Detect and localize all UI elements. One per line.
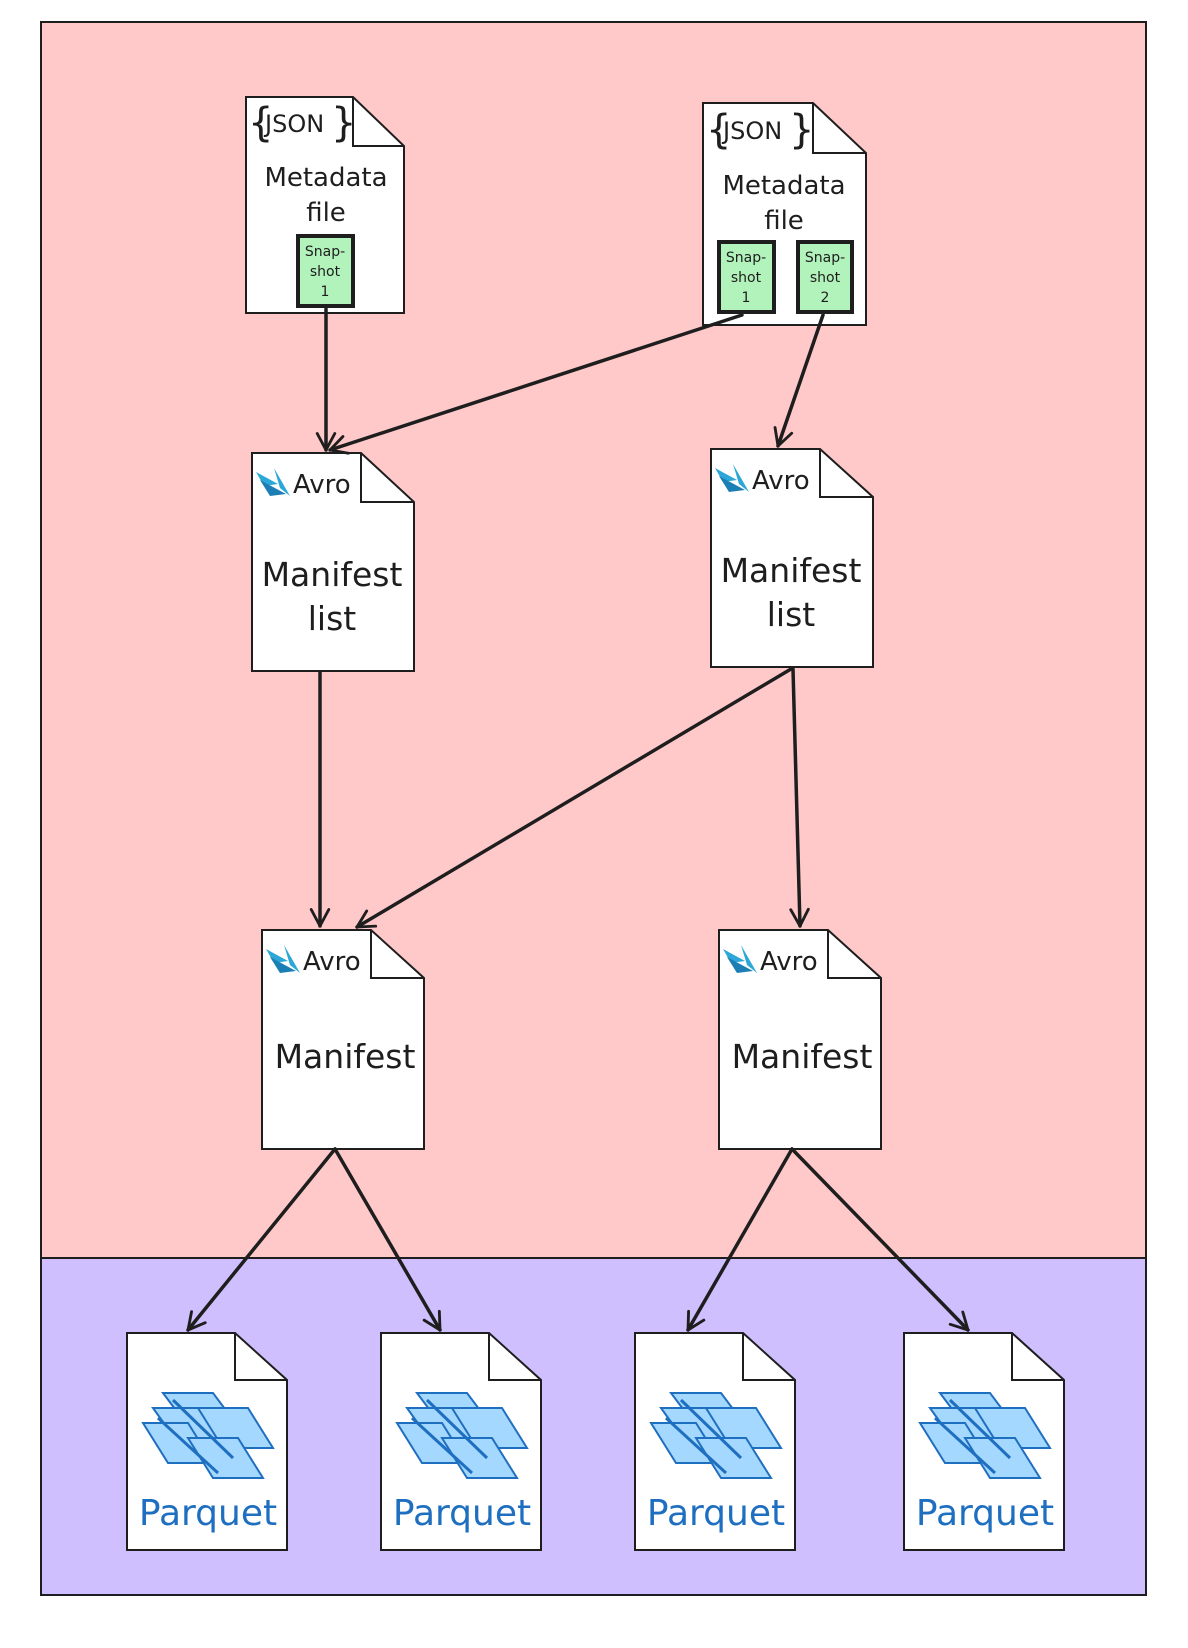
- folded-corner: [1011, 1333, 1064, 1381]
- folded-corner: [819, 449, 873, 498]
- snapshot-label-line-1: Snap-: [726, 250, 766, 266]
- metadata-title-line-2: file: [306, 198, 346, 228]
- arrow-snapshot2-to-manifest-list-2: [773, 313, 825, 448]
- arrow-manifest-list-2-to-manifest-1: [355, 667, 793, 929]
- snapshot-box: [796, 240, 854, 314]
- folded-corner: [370, 930, 424, 979]
- parquet-label: Parquet: [647, 1493, 785, 1534]
- manifest-list-title-line-2: list: [308, 599, 357, 638]
- document-shape: [718, 929, 882, 1150]
- document-shape: [245, 96, 405, 314]
- parquet-label: Parquet: [139, 1493, 277, 1534]
- snapshot-box: [296, 234, 355, 308]
- json-badge: JSON: [263, 110, 324, 138]
- parquet-file-4[interactable]: Parquet: [903, 1332, 1065, 1551]
- manifest-2[interactable]: Avro Manifest: [718, 929, 882, 1150]
- folded-corner: [352, 97, 404, 147]
- arrow-manifest-list-2-to-manifest-2: [789, 667, 810, 928]
- snapshot-label-line-2: shot: [310, 264, 341, 280]
- snapshot-2-box[interactable]: Snap- shot 2: [796, 240, 854, 314]
- snapshot-label-line-3: 1: [321, 284, 330, 300]
- snapshot-1-box[interactable]: Snap- shot 1: [717, 240, 776, 314]
- snapshot-1-box[interactable]: Snap- shot 1: [296, 234, 355, 308]
- parquet-file-2[interactable]: Parquet: [380, 1332, 542, 1551]
- metadata-title-line-1: Metadata: [264, 163, 387, 193]
- avro-badge: Avro: [760, 947, 818, 977]
- manifest-1[interactable]: Avro Manifest: [261, 929, 425, 1150]
- manifest-list-1[interactable]: Avro Manifest list: [251, 452, 415, 672]
- json-brace-open-icon: {: [248, 100, 273, 146]
- metadata-file-1[interactable]: { JSON } Metadata file Snap- shot 1: [245, 96, 405, 314]
- json-badge: JSON: [721, 117, 782, 145]
- folded-corner: [360, 453, 414, 503]
- parquet-label: Parquet: [916, 1493, 1054, 1534]
- snapshot-label-line-3: 2: [821, 290, 830, 306]
- snapshot-box: [717, 240, 776, 314]
- folded-corner: [812, 103, 866, 154]
- avro-logo-icon: [266, 945, 300, 973]
- arrow-snapshot1b-to-manifest-list-1: [328, 313, 744, 455]
- manifest-list-title-line-1: Manifest: [721, 551, 862, 590]
- parquet-label: Parquet: [393, 1493, 531, 1534]
- metadata-layer-region: [40, 21, 1147, 1259]
- manifest-list-2[interactable]: Avro Manifest list: [710, 448, 874, 668]
- metadata-title-line-1: Metadata: [722, 171, 845, 201]
- parquet-file-3[interactable]: Parquet: [634, 1332, 796, 1551]
- metadata-file-2[interactable]: { JSON } Metadata file Snap- shot 1 Snap…: [702, 102, 867, 326]
- snapshot-label-line-1: Snap-: [805, 250, 845, 266]
- metadata-title-line-2: file: [764, 206, 804, 236]
- json-brace-open-icon: {: [706, 107, 731, 153]
- arrow-manifest-1-to-parquet-2: [333, 1147, 442, 1332]
- json-brace-close-icon: }: [789, 107, 814, 153]
- folded-corner: [488, 1333, 541, 1381]
- avro-logo-icon: [723, 945, 757, 973]
- parquet-file-1[interactable]: Parquet: [126, 1332, 288, 1551]
- avro-badge: Avro: [303, 947, 361, 977]
- manifest-title: Manifest: [275, 1037, 416, 1076]
- manifest-list-title-line-2: list: [767, 595, 816, 634]
- snapshot-label-line-1: Snap-: [305, 244, 345, 260]
- snapshot-label-line-3: 1: [742, 290, 751, 306]
- avro-badge: Avro: [752, 466, 810, 496]
- snapshot-label-line-2: shot: [810, 270, 841, 286]
- avro-logo-icon: [715, 464, 749, 492]
- arrows: [186, 307, 970, 1332]
- snapshot-label-line-2: shot: [731, 270, 762, 286]
- folded-corner: [234, 1333, 287, 1381]
- folded-corner: [827, 930, 881, 979]
- json-brace-close-icon: }: [331, 100, 356, 146]
- folded-corner: [742, 1333, 795, 1381]
- document-shape: [261, 929, 425, 1150]
- document-shape: [710, 448, 874, 668]
- arrow-manifest-1-to-parquet-1: [186, 1147, 337, 1332]
- manifest-list-title-line-1: Manifest: [262, 555, 403, 594]
- manifest-title: Manifest: [732, 1037, 873, 1076]
- arrow-manifest-2-to-parquet-3: [686, 1147, 794, 1332]
- avro-badge: Avro: [293, 470, 351, 500]
- avro-logo-icon: [256, 468, 290, 496]
- arrow-manifest-2-to-parquet-4: [790, 1147, 970, 1332]
